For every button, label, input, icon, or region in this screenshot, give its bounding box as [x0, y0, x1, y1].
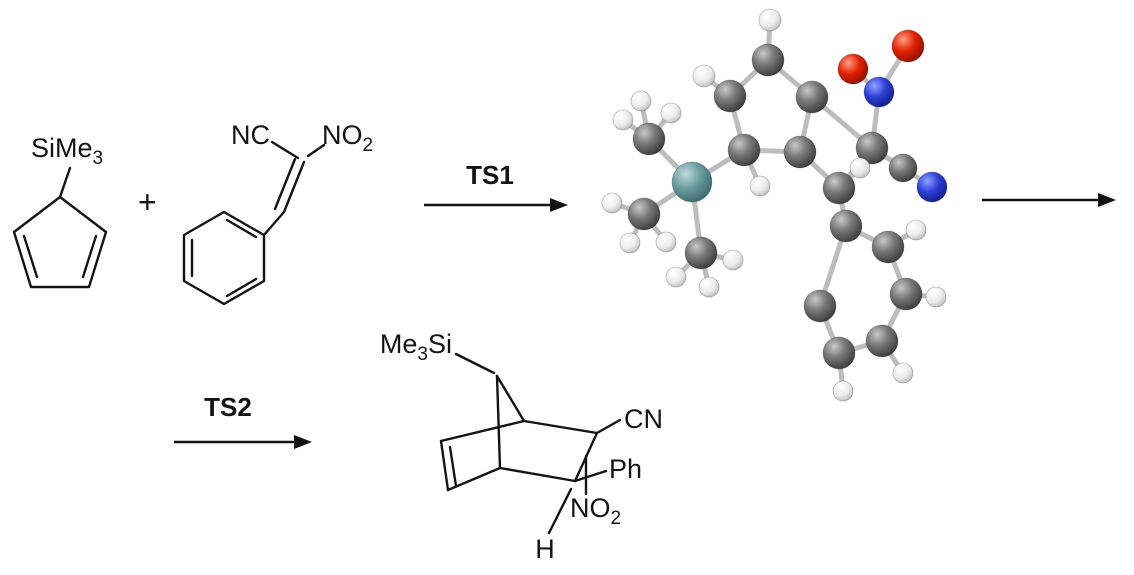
- nitrogen-atom: [916, 171, 948, 203]
- product-silyl-me: Me: [380, 329, 418, 359]
- tms-label-base: SiMe: [31, 133, 93, 163]
- hydrogen-atom: [630, 90, 652, 112]
- hydrogen-atom: [660, 102, 682, 124]
- silicon-atom: [671, 161, 713, 203]
- oxygen-atom: [837, 53, 869, 85]
- bond-vinyl-to-phenyl: [262, 210, 286, 237]
- carbon-atom: [795, 80, 829, 114]
- bond-to-nitro: [306, 143, 326, 158]
- carbon-atom: [865, 324, 899, 358]
- model-atoms: [601, 8, 948, 402]
- carbon-atom: [713, 79, 747, 113]
- hydrogen-atom: [905, 219, 927, 241]
- reactant-nitro-acrylonitrile: NC NO2: [182, 120, 373, 306]
- hydrogen-atom: [612, 109, 634, 131]
- ts2-label: TS2: [204, 392, 252, 422]
- double-bond-inner-right: [81, 234, 98, 279]
- product-phenyl-label: Ph: [609, 454, 642, 484]
- carbon-atom: [871, 230, 905, 264]
- carbon-atom: [627, 197, 661, 231]
- tms-label-subscript: 3: [93, 148, 104, 169]
- product-nitro-label: NO2: [570, 493, 621, 529]
- carbon-atom: [822, 171, 856, 205]
- ts2-arrow: TS2: [174, 392, 312, 449]
- hydrogen-atom: [749, 175, 771, 197]
- product-hydrogen-label: H: [535, 534, 555, 564]
- ts1-3d-model: [601, 8, 948, 402]
- carbon-atom: [751, 43, 785, 77]
- hydrogen-atom: [758, 8, 782, 32]
- carbon-atom: [727, 133, 761, 167]
- hydrogen-atom: [665, 266, 687, 288]
- nitrogen-atom: [863, 76, 895, 108]
- double-bond-inner-left: [22, 234, 39, 279]
- bond-ring-to-silyl: [58, 166, 72, 199]
- ts1-label: TS1: [466, 160, 514, 190]
- product-silyl-label: Me3Si: [380, 329, 452, 365]
- carbon-atom: [632, 122, 666, 156]
- alkene-double-bond-2: [448, 445, 458, 488]
- phenyl-inner-1: [225, 218, 258, 239]
- hydrogen-atom: [832, 380, 854, 402]
- bond-silyl-to-bridge: [454, 352, 496, 375]
- hydrogen-atom: [925, 286, 947, 308]
- hydrogen-atom: [698, 276, 720, 298]
- cyclopentadiene-ring: [12, 195, 108, 289]
- product-nitrile-label: CN: [624, 404, 663, 434]
- bond-to-nitrile: [270, 140, 300, 160]
- hydrogen-atom: [601, 192, 623, 214]
- bond-to-product-hydrogen: [547, 487, 573, 535]
- carbon-atom: [822, 336, 856, 370]
- hydrogen-atom: [849, 157, 871, 179]
- nitrile-label: NC: [231, 120, 270, 150]
- alkene-double-bond-1: [439, 439, 450, 492]
- hydrogen-atom: [692, 64, 716, 88]
- plus-sign: +: [138, 184, 157, 220]
- carbon-atom: [855, 131, 889, 165]
- product-nitro-subscript: 2: [611, 508, 622, 529]
- nitro-label: NO2: [322, 120, 373, 156]
- nitro-label-base: NO: [322, 120, 363, 150]
- vinyl-double-bond-2: [273, 157, 297, 211]
- reactant-tms-cyclopentadiene: SiMe3: [12, 133, 108, 289]
- product-silyl-subscript: 3: [417, 344, 428, 365]
- forward-arrowhead: [1098, 193, 1116, 207]
- nitro-label-subscript: 2: [363, 135, 374, 156]
- tms-label: SiMe3: [31, 133, 103, 169]
- bond-c1-c6: [439, 419, 526, 443]
- carbon-atom: [803, 289, 837, 323]
- hydrogen-atom: [619, 232, 641, 254]
- forward-arrow: [982, 193, 1116, 207]
- phenyl-ring: [182, 210, 266, 306]
- carbon-atom: [888, 153, 918, 183]
- product-silyl-si: Si: [428, 329, 452, 359]
- bond-c7-c1: [495, 374, 526, 423]
- bond-to-product-phenyl: [573, 469, 608, 483]
- bond-c1-c2: [522, 419, 599, 435]
- product-norbornene: Me3Si CN Ph NO2 H: [380, 329, 663, 564]
- carbon-atom: [829, 209, 863, 243]
- oxygen-atom: [891, 29, 925, 63]
- bond-c7-c4: [495, 374, 502, 470]
- vinyl-double-bond-1: [282, 160, 306, 214]
- product-nitro-base: NO: [570, 493, 611, 523]
- hydrogen-atom: [892, 362, 914, 384]
- ts2-arrowhead: [294, 435, 312, 449]
- hydrogen-atom: [722, 249, 744, 271]
- bond-to-product-nitrile: [595, 418, 622, 435]
- bond-c3-c4: [498, 466, 577, 483]
- ts1-arrowhead: [550, 198, 568, 212]
- carbon-atom: [889, 277, 923, 311]
- carbon-atom: [684, 236, 718, 270]
- phenyl-inner-2: [225, 277, 258, 298]
- hydrogen-atom: [655, 231, 677, 253]
- carbon-atom: [783, 135, 817, 169]
- ts1-arrow: TS1: [424, 160, 568, 212]
